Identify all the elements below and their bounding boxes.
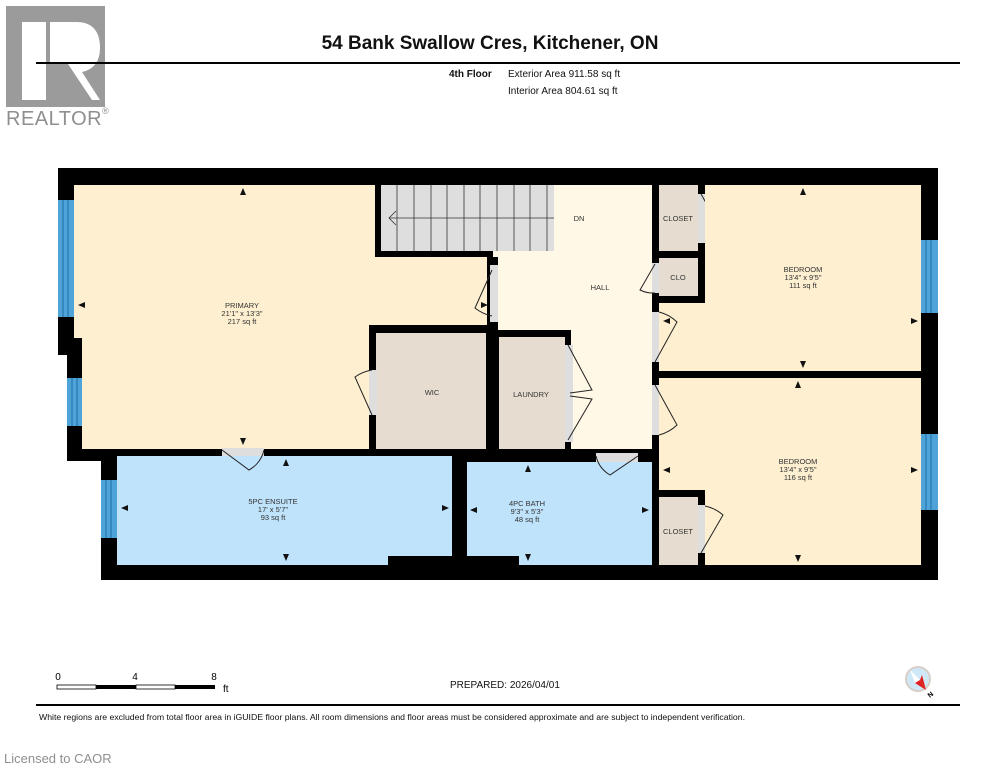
closet-bottom-label: CLOSET — [663, 527, 693, 536]
scale-tick-0: 0 — [55, 672, 61, 683]
bath-label: 4PC BATH — [509, 499, 545, 508]
primary-label: PRIMARY — [225, 301, 259, 310]
ensuite-area: 93 sq ft — [261, 513, 287, 522]
primary-dims: 21'1" x 13'3" — [221, 309, 262, 318]
laundry-label: LAUNDRY — [513, 390, 549, 399]
stairs-dn-label: DN — [574, 214, 585, 223]
stair-treads — [388, 185, 554, 251]
footer-divider — [36, 704, 960, 706]
bath-dims: 9'3" x 5'3" — [511, 507, 544, 516]
room-bath — [467, 462, 652, 565]
bedroom-bottom-area: 116 sq ft — [784, 473, 813, 482]
floor-label: 4th Floor — [449, 69, 492, 80]
bedroom-top-area: 111 sq ft — [789, 281, 818, 290]
windows — [58, 200, 938, 538]
room-closet-top — [659, 185, 698, 251]
bedroom-top-label: BEDROOM — [784, 265, 823, 274]
compass-icon: N — [905, 666, 935, 700]
license-text: Licensed to CAOR — [4, 751, 112, 766]
hall-label: HALL — [591, 283, 610, 292]
realtor-wordmark: REALTOR® — [6, 106, 110, 130]
scale-unit: ft — [223, 684, 229, 695]
realtor-r-icon — [22, 22, 100, 100]
room-wic — [376, 333, 486, 449]
scale-tick-8: 8 — [211, 672, 217, 683]
bath-area: 48 sq ft — [515, 515, 541, 524]
room-closet-bottom — [659, 497, 698, 565]
ensuite-dims: 17' x 5'7" — [258, 505, 288, 514]
compass-north-label: N — [927, 691, 935, 700]
room-clo — [659, 258, 698, 296]
room-bedroom-top — [705, 185, 921, 371]
clo-label: CLO — [670, 273, 686, 282]
scale-bar: 0 4 8 ft — [55, 672, 229, 695]
closet-top-label: CLOSET — [663, 214, 693, 223]
wic-label: WIC — [425, 388, 440, 397]
ensuite-label: 5PC ENSUITE — [248, 497, 297, 506]
realtor-logo — [6, 6, 105, 107]
interior-area: Interior Area 804.61 sq ft — [508, 86, 618, 97]
dimension-arrows — [78, 188, 918, 562]
title-divider — [36, 62, 960, 64]
bedroom-bottom-label: BEDROOM — [779, 457, 818, 466]
primary-area: 217 sq ft — [228, 317, 258, 326]
bedroom-bottom-dims: 13'4" x 9'5" — [780, 465, 817, 474]
disclaimer-text: White regions are excluded from total fl… — [39, 712, 745, 722]
scale-tick-4: 4 — [132, 672, 138, 683]
bedroom-top-dims: 13'4" x 9'5" — [785, 273, 822, 282]
page-title: 54 Bank Swallow Cres, Kitchener, ON — [321, 33, 659, 54]
room-laundry — [499, 337, 565, 449]
exterior-area: Exterior Area 911.58 sq ft — [508, 69, 621, 80]
room-primary — [74, 185, 492, 449]
room-ensuite — [117, 456, 452, 565]
prepared-date: PREPARED: 2026/04/01 — [450, 680, 560, 691]
